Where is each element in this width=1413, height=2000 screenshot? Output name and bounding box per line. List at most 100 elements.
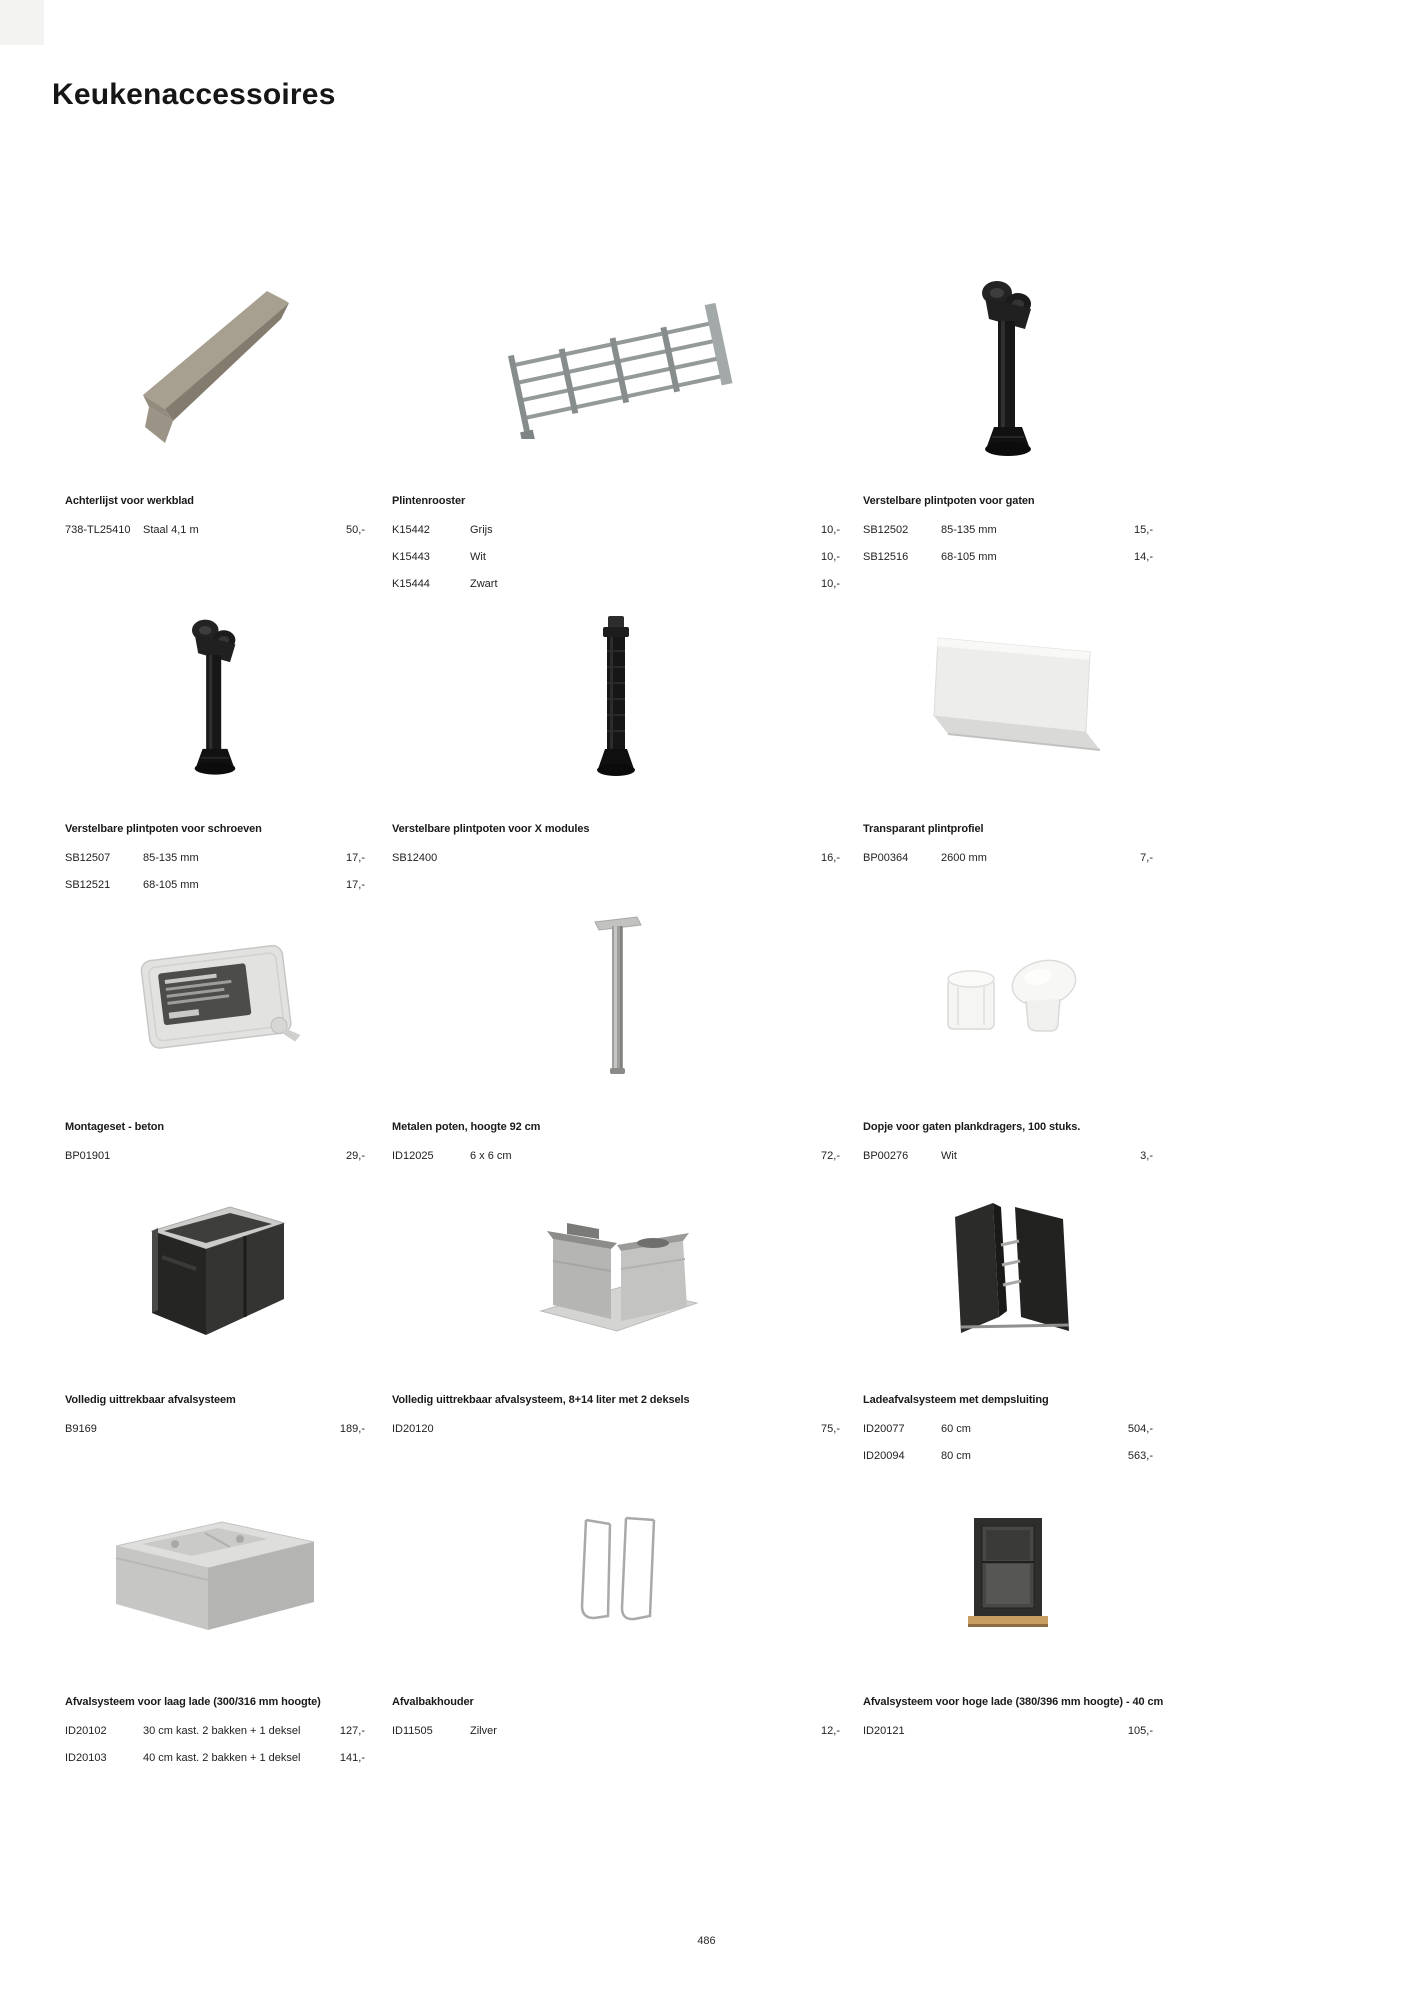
product-desc: 60 cm xyxy=(941,1423,971,1435)
drawer-waste-system-image xyxy=(954,1203,1069,1333)
product-code: K15442 xyxy=(392,524,430,536)
product-image-box xyxy=(392,1146,840,1392)
product-code: 738-TL25410 xyxy=(65,524,131,536)
product-row: ID20103 40 cm kast. 2 bakken + 1 deksel … xyxy=(65,1749,365,1767)
product-title: Dopje voor gaten plankdragers, 100 stuks… xyxy=(863,1121,1081,1133)
product-image-box xyxy=(65,245,365,493)
product-image-box xyxy=(65,873,365,1119)
product-title: Verstelbare plintpoten voor gaten xyxy=(863,495,1035,507)
product-price: 10,- xyxy=(821,578,840,590)
product-row: ID20094 80 cm 563,- xyxy=(863,1447,1153,1465)
product-row: ID20120 75,- xyxy=(392,1420,840,1438)
product-card-plintpoten-schroeven: Verstelbare plintpoten voor schroeven SB… xyxy=(65,575,365,903)
product-card-laag-lade: Afvalsysteem voor laag lade (300/316 mm … xyxy=(65,1448,365,1776)
product-desc: Zilver xyxy=(470,1725,497,1737)
product-card-afvalbakhouder: Afvalbakhouder ID11505 Zilver 12,- xyxy=(392,1448,840,1749)
low-drawer-waste-system-image xyxy=(115,1521,315,1630)
product-row: BP00276 Wit 3,- xyxy=(863,1147,1153,1165)
product-title: Verstelbare plintpoten voor X modules xyxy=(392,823,590,835)
product-title: Plintenrooster xyxy=(392,495,466,507)
product-image-box xyxy=(65,1448,365,1694)
product-row: B9169 189,- xyxy=(65,1420,365,1438)
product-code: ID20120 xyxy=(392,1423,434,1435)
product-image-box xyxy=(392,575,840,821)
product-code: BP01901 xyxy=(65,1150,111,1162)
product-image-box xyxy=(392,873,840,1119)
product-image-box xyxy=(65,575,365,821)
product-title: Afvalsysteem voor hoge lade (380/396 mm … xyxy=(863,1696,1164,1708)
plinth-grille-image xyxy=(507,302,733,439)
product-title: Afvalbakhouder xyxy=(392,1696,474,1708)
product-price: 10,- xyxy=(821,551,840,563)
product-image-box xyxy=(65,1146,365,1392)
product-desc: Zwart xyxy=(470,578,498,590)
product-row: 738-TL25410 Staal 4,1 m 50,- xyxy=(65,521,365,539)
product-image-box xyxy=(863,245,1153,493)
product-row: BP01901 29,- xyxy=(65,1147,365,1165)
product-price: 127,- xyxy=(339,1725,365,1737)
product-code: ID20103 xyxy=(65,1752,107,1764)
product-price: 563,- xyxy=(1127,1450,1153,1462)
product-price: 72,- xyxy=(821,1150,840,1162)
product-card-metalen-poten: Metalen poten, hoogte 92 cm ID12025 6 x … xyxy=(392,873,840,1174)
product-price: 189,- xyxy=(339,1423,365,1435)
transparent-plinth-profile-image xyxy=(933,637,1101,751)
product-desc: 2600 mm xyxy=(941,852,987,864)
product-code: BP00276 xyxy=(863,1150,909,1162)
product-title: Volledig uittrekbaar afvalsysteem, 8+14 … xyxy=(392,1394,690,1406)
product-price: 7,- xyxy=(1140,852,1153,864)
product-title: Ladeafvalsysteem met dempsluiting xyxy=(863,1394,1049,1406)
product-desc: 85-135 mm xyxy=(143,852,199,864)
worktop-back-rail-image xyxy=(143,288,289,443)
product-image-box xyxy=(863,1146,1153,1392)
product-desc: 85-135 mm xyxy=(941,524,997,536)
product-row: K15442 Grijs 10,- xyxy=(392,521,840,539)
product-code: K15444 xyxy=(392,578,430,590)
product-row: SB12507 85-135 mm 17,- xyxy=(65,849,365,867)
product-price: 29,- xyxy=(346,1150,365,1162)
product-price: 16,- xyxy=(821,852,840,864)
product-row: ID20102 30 cm kast. 2 bakken + 1 deksel … xyxy=(65,1722,365,1740)
product-card-montageset: Montageset - beton BP01901 29,- xyxy=(65,873,365,1174)
product-row: SB12516 68-105 mm 14,- xyxy=(863,548,1153,566)
product-image-box xyxy=(863,873,1153,1119)
adjustable-plinth-foot-image xyxy=(191,619,236,775)
product-image-box xyxy=(392,245,840,493)
product-price: 504,- xyxy=(1127,1423,1153,1435)
product-title: Achterlijst voor werkblad xyxy=(65,495,194,507)
product-image-box xyxy=(863,1448,1153,1694)
product-price: 105,- xyxy=(1127,1725,1153,1737)
product-price: 15,- xyxy=(1134,524,1153,536)
product-price: 17,- xyxy=(346,852,365,864)
product-code: SB12502 xyxy=(863,524,909,536)
product-row: SB12502 85-135 mm 15,- xyxy=(863,521,1153,539)
product-card-plintenrooster: Plintenrooster K15442 Grijs 10,- K15443 … xyxy=(392,245,840,602)
product-desc: 68-105 mm xyxy=(941,551,997,563)
product-code: SB12507 xyxy=(65,852,111,864)
product-row: BP00364 2600 mm 7,- xyxy=(863,849,1153,867)
product-title: Montageset - beton xyxy=(65,1121,165,1133)
product-title: Metalen poten, hoogte 92 cm xyxy=(392,1121,541,1133)
product-desc: Staal 4,1 m xyxy=(143,524,199,536)
product-code: ID12025 xyxy=(392,1150,434,1162)
product-price: 12,- xyxy=(821,1725,840,1737)
product-code: K15443 xyxy=(392,551,430,563)
product-price: 141,- xyxy=(339,1752,365,1764)
product-code: BP00364 xyxy=(863,852,909,864)
product-code: ID20094 xyxy=(863,1450,905,1462)
product-desc: Wit xyxy=(941,1150,957,1162)
product-row: SB12400 16,- xyxy=(392,849,840,867)
product-image-box xyxy=(392,1448,840,1694)
product-code: SB12521 xyxy=(65,879,111,891)
product-desc: 30 cm kast. 2 bakken + 1 deksel xyxy=(143,1725,301,1737)
product-image-box xyxy=(863,575,1153,821)
product-price: 14,- xyxy=(1134,551,1153,563)
product-row: K15444 Zwart 10,- xyxy=(392,575,840,593)
product-desc: Wit xyxy=(470,551,486,563)
product-code: SB12400 xyxy=(392,852,438,864)
product-code: B9169 xyxy=(65,1423,97,1435)
product-card-afvalsysteem-b9169: Volledig uittrekbaar afvalsysteem B9169 … xyxy=(65,1146,365,1447)
mounting-kit-box-image xyxy=(140,944,300,1049)
x-module-plinth-foot-image xyxy=(597,616,635,776)
